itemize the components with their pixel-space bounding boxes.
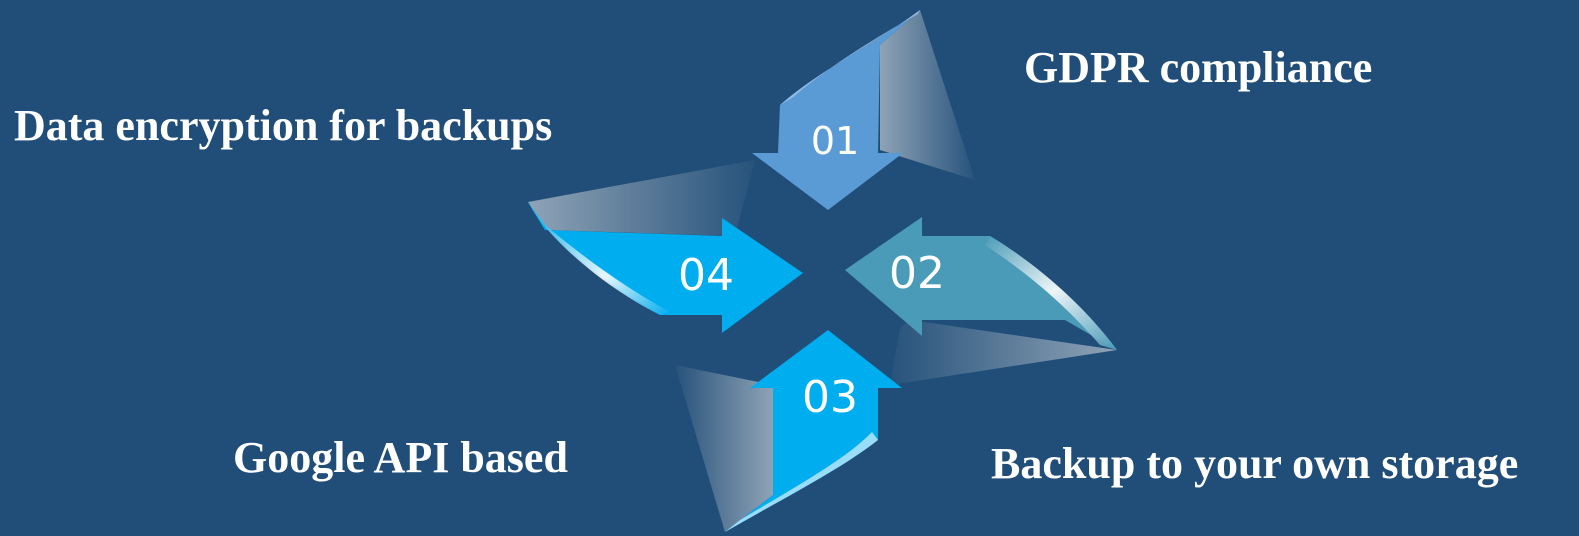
step-04-label: Data encryption for backups	[14, 101, 553, 150]
step-01-curl-highlight	[780, 10, 920, 105]
step-04-arrow-body	[528, 202, 803, 333]
step-03-fold-shadow	[675, 365, 773, 532]
step-04-fold-shadow	[528, 160, 755, 236]
step-01-number: 01	[811, 119, 859, 163]
step-03-arrow-body	[725, 330, 902, 532]
step-02-curl-highlight	[985, 236, 1117, 350]
step-02-label: Backup to your own storage	[991, 439, 1519, 488]
step-02-number: 02	[889, 248, 945, 299]
step-01-arrow-body	[752, 10, 920, 210]
step-01-label: GDPR compliance	[1024, 43, 1373, 92]
step-02-arrow: 02	[845, 217, 1117, 385]
step-03-label: Google API based	[233, 433, 568, 482]
step-03-number: 03	[802, 372, 858, 423]
step-02-arrow-body	[845, 217, 1117, 350]
step-03-arrow: 03	[675, 330, 902, 532]
step-01-fold-shadow	[880, 10, 975, 180]
step-01-arrow: 01	[752, 10, 975, 210]
step-04-arrow: 04	[528, 160, 803, 333]
step-03-curl-highlight	[725, 432, 878, 532]
step-04-number: 04	[678, 250, 734, 301]
step-02-fold-shadow	[890, 320, 1117, 385]
